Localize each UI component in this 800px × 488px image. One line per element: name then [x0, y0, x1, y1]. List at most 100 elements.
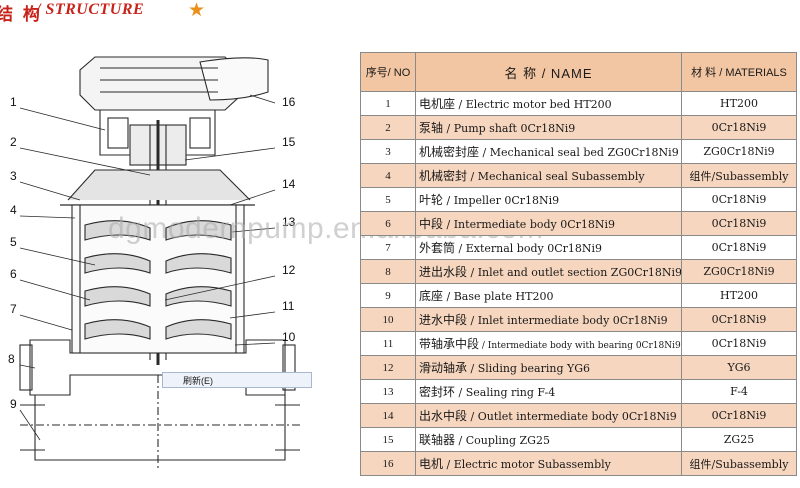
part-name-zh: 联轴器	[419, 433, 456, 447]
part-name-en: / Mechanical seal Subassembly	[467, 170, 645, 183]
impeller-stack	[84, 220, 232, 340]
part-name-zh: 底座	[419, 289, 444, 303]
cell-no: 2	[360, 115, 416, 140]
cell-no: 14	[360, 403, 416, 428]
cell-no: 4	[360, 163, 416, 188]
motor-fan-cover	[199, 57, 269, 101]
cell-name: 进水中段 / Inlet intermediate body 0Cr18Ni9	[415, 307, 682, 332]
cell-no: 1	[360, 91, 416, 116]
banner-title-en: / STRUCTURE	[36, 1, 145, 18]
cell-no: 5	[360, 187, 416, 212]
part-name-en: / Inlet and outlet section ZG0Cr18Ni9	[467, 266, 682, 279]
cell-material: 0Cr18Ni9	[681, 235, 797, 260]
callout-label: 14	[282, 177, 296, 191]
base-plate	[34, 395, 286, 461]
callout-label: 7	[10, 302, 17, 316]
cell-no: 12	[360, 355, 416, 380]
context-menu[interactable]: 刷新(E)	[162, 372, 312, 388]
cell-name: 叶轮 / Impeller 0Cr18Ni9	[415, 187, 682, 212]
cell-name: 外套筒 / External body 0Cr18Ni9	[415, 235, 682, 260]
cell-name: 泵轴 / Pump shaft 0Cr18Ni9	[415, 115, 682, 140]
callout-label: 6	[10, 267, 17, 281]
part-name-en: / Sliding bearing YG6	[467, 362, 591, 375]
cell-no: 6	[360, 211, 416, 236]
cell-name: 进出水段 / Inlet and outlet section ZG0Cr18N…	[415, 259, 682, 284]
cell-name: 机械密封 / Mechanical seal Subassembly	[415, 163, 682, 188]
part-name-zh: 外套筒	[419, 241, 456, 255]
cell-name: 底座 / Base plate HT200	[415, 283, 682, 308]
callout-label: 16	[282, 95, 296, 109]
callout-label: 11	[282, 299, 295, 313]
callout-label: 4	[10, 203, 17, 217]
cell-name: 电机 / Electric motor Subassembly	[415, 451, 682, 476]
callout-label: 13	[282, 215, 296, 229]
part-name-en: / Mechanical seal bed ZG0Cr18Ni9	[479, 146, 679, 159]
cell-no: 9	[360, 283, 416, 308]
callout-label: 15	[282, 135, 296, 149]
cell-no: 11	[360, 331, 416, 356]
star-icon: ★	[188, 0, 206, 21]
cell-material: 0Cr18Ni9	[681, 187, 797, 212]
cell-material: 0Cr18Ni9	[681, 115, 797, 140]
cell-no: 3	[360, 139, 416, 164]
banner-title-zh: 结 构	[0, 5, 42, 25]
part-name-en: / Base plate HT200	[443, 290, 554, 303]
callout-label: 1	[10, 95, 17, 109]
part-name-en: / Electric motor Subassembly	[443, 458, 611, 471]
column-header-materials: 材 料 / MATERIALS	[681, 52, 797, 92]
cell-material: 0Cr18Ni9	[681, 307, 797, 332]
cell-no: 16	[360, 451, 416, 476]
cell-no: 8	[360, 259, 416, 284]
table-header-row: 序号/ NO 名 称 / NAME 材 料 / MATERIALS	[360, 52, 797, 92]
cell-material: ZG25	[681, 427, 797, 452]
cell-material: 组件/Subassembly	[681, 451, 797, 476]
part-name-en: / Coupling ZG25	[455, 434, 550, 447]
cell-material: 0Cr18Ni9	[681, 331, 797, 356]
cell-name: 密封环 / Sealing ring F-4	[415, 379, 682, 404]
part-name-en: / Electric motor bed HT200	[455, 98, 612, 111]
cell-name: 电机座 / Electric motor bed HT200	[415, 91, 682, 116]
cell-material: 0Cr18Ni9	[681, 403, 797, 428]
part-name-zh: 电机	[419, 457, 444, 471]
part-name-en: / Intermediate body with bearing 0Cr18Ni…	[479, 341, 681, 351]
part-name-zh: 进水中段	[419, 313, 468, 327]
part-name-en: / Intermediate body 0Cr18Ni9	[443, 218, 616, 231]
part-name-zh: 中段	[419, 217, 444, 231]
cell-material: HT200	[681, 91, 797, 116]
cell-material: 组件/Subassembly	[681, 163, 797, 188]
cell-material: F-4	[681, 379, 797, 404]
cell-material: YG6	[681, 355, 797, 380]
part-name-en: / Impeller 0Cr18Ni9	[443, 194, 560, 207]
context-menu-refresh-item[interactable]: 刷新(E)	[183, 376, 213, 386]
part-name-en: / Outlet intermediate body 0Cr18Ni9	[467, 410, 677, 423]
part-name-en: / Pump shaft 0Cr18Ni9	[443, 122, 576, 135]
part-name-en: / Inlet intermediate body 0Cr18Ni9	[467, 314, 668, 327]
cell-name: 滑动轴承 / Sliding bearing YG6	[415, 355, 682, 380]
column-header-name: 名 称 / NAME	[415, 52, 682, 92]
part-name-zh: 泵轴	[419, 121, 444, 135]
part-name-en: / Sealing ring F-4	[455, 386, 556, 399]
part-name-zh: 滑动轴承	[419, 361, 468, 375]
cell-name: 联轴器 / Coupling ZG25	[415, 427, 682, 452]
callout-label: 8	[8, 352, 15, 366]
part-name-zh: 密封环	[419, 385, 456, 399]
callout-label: 3	[10, 169, 17, 183]
cell-name: 中段 / Intermediate body 0Cr18Ni9	[415, 211, 682, 236]
column-header-no: 序号/ NO	[360, 52, 416, 92]
part-name-zh: 出水中段	[419, 409, 468, 423]
callout-label: 2	[10, 135, 17, 149]
cell-no: 7	[360, 235, 416, 260]
